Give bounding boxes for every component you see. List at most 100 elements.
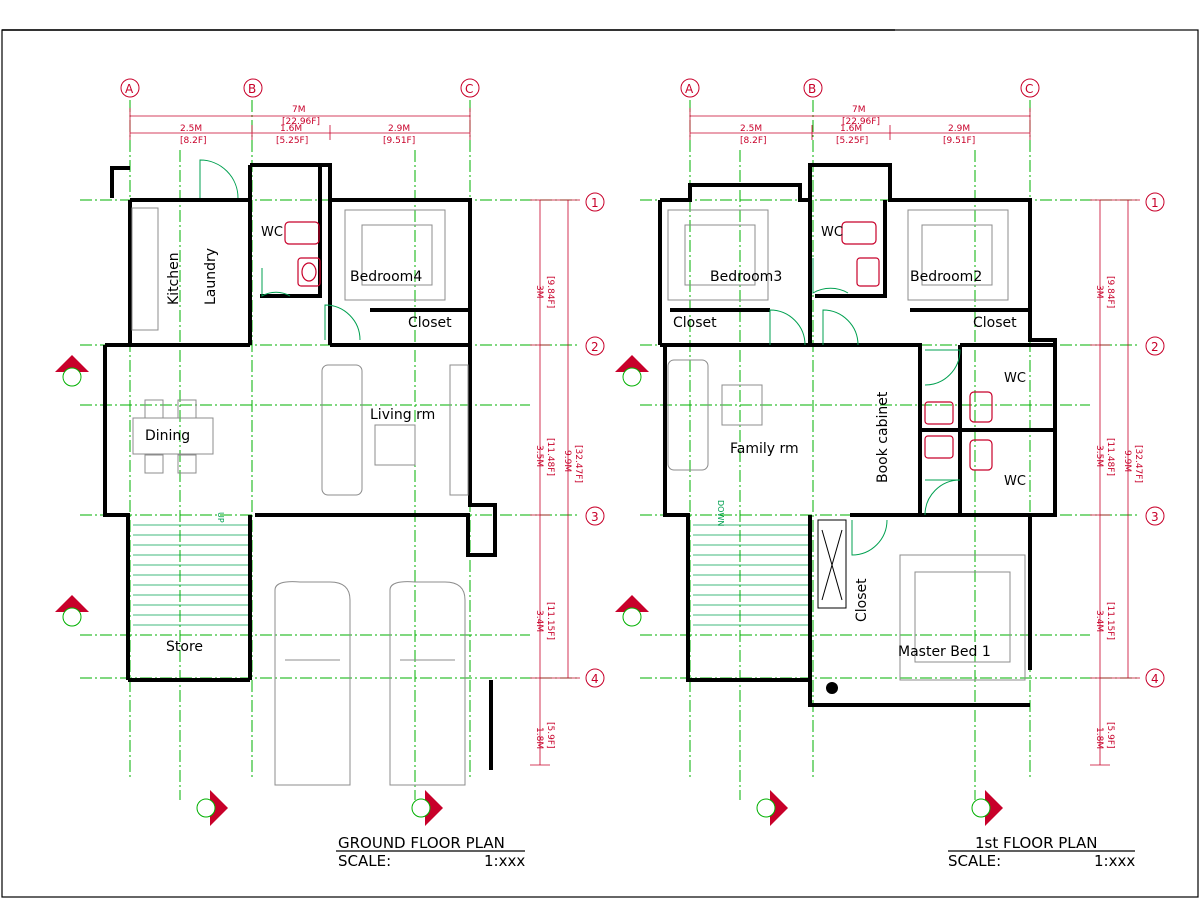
grid-row-4-1f: 4 <box>1151 672 1159 686</box>
doors-1f <box>769 258 961 556</box>
grid-row-3-1f: 3 <box>1151 510 1159 524</box>
overall-depth-ft: [32.47F] <box>573 445 583 483</box>
row4-m: 1.8M <box>534 727 544 749</box>
span1-ft: [8.2F] <box>180 136 207 146</box>
room-laundry: Laundry <box>203 248 219 305</box>
room-closet: Closet <box>408 315 452 331</box>
overall-width-m-1f: 7M <box>852 105 866 115</box>
span1-m-1f: 2.5M <box>740 124 762 134</box>
span2-m: 1.6M <box>280 124 302 134</box>
row4-ft-1f: [5.9F] <box>1105 722 1115 749</box>
row2-m: 3.5M <box>534 445 544 467</box>
grid-row-2: 2 <box>591 340 599 354</box>
overall-depth-m-1f: 9.9M <box>1122 450 1132 472</box>
scale-value-ground: 1:xxx <box>484 852 525 870</box>
row3-m-1f: 3.4M <box>1094 610 1104 632</box>
plan-title-first: 1st FLOOR PLAN <box>975 834 1098 852</box>
doors <box>199 159 361 341</box>
overall-width-ft: [22.96F] <box>282 117 320 127</box>
sheet-border <box>1 29 1199 898</box>
room-master-bed: Master Bed 1 <box>898 644 991 660</box>
room-wc-1: WC <box>1004 371 1026 386</box>
overall-depth-m: 9.9M <box>562 450 572 472</box>
row2-ft: [11.48F] <box>545 438 555 476</box>
room-wc-2: WC <box>1004 474 1026 489</box>
span2-m-1f: 1.6M <box>840 124 862 134</box>
stair-up-label: UP <box>216 512 225 523</box>
first-floor-plan: A B C 7M [22.96F] 2.5M [8.2F] 1.6M [5.25… <box>615 78 1165 870</box>
section-markers-1f <box>615 355 1003 826</box>
span3-ft: [9.51F] <box>383 136 415 146</box>
walls <box>103 163 497 770</box>
span3-m: 2.9M <box>388 124 410 134</box>
overall-depth-ft-1f: [32.47F] <box>1133 445 1143 483</box>
grid-col-c: C <box>465 82 473 96</box>
grid-row-4: 4 <box>591 672 599 686</box>
room-wc: WC <box>261 225 283 240</box>
row1-m: 3M <box>534 285 544 299</box>
span2-ft: [5.25F] <box>276 136 308 146</box>
stairs <box>133 524 248 626</box>
wc-fixtures <box>284 221 321 287</box>
row2-m-1f: 3.5M <box>1094 445 1104 467</box>
ground-floor-plan: A B C 7M [22.96F] 2.5M [8.2F] 1.6M [5.25… <box>55 78 605 870</box>
room-kitchen: Kitchen <box>166 252 182 305</box>
closet-hangers <box>817 519 847 609</box>
furniture <box>131 207 469 786</box>
overall-width-ft-1f: [22.96F] <box>842 117 880 127</box>
section-markers <box>55 355 443 826</box>
span1-m: 2.5M <box>180 124 202 134</box>
row1-ft-1f: [9.84F] <box>1105 276 1115 308</box>
grid-row-1: 1 <box>591 196 599 210</box>
walls-1f <box>658 163 1057 707</box>
plant-icon <box>826 682 838 694</box>
row3-m: 3.4M <box>534 610 544 632</box>
grid-col-b-1f: B <box>808 82 816 96</box>
room-living: Living rm <box>370 407 435 423</box>
room-wc-upper: WC <box>821 225 843 240</box>
grid-col-c-1f: C <box>1025 82 1033 96</box>
room-store: Store <box>166 639 203 655</box>
grid-row-1-1f: 1 <box>1151 196 1159 210</box>
row2-ft-1f: [11.48F] <box>1105 438 1115 476</box>
furniture-1f <box>667 209 1026 681</box>
scale-label-ground: SCALE: <box>338 852 391 870</box>
plan-title-ground: GROUND FLOOR PLAN <box>338 834 505 852</box>
grid-col-b: B <box>248 82 256 96</box>
scale-label-first: SCALE: <box>948 852 1001 870</box>
room-closet-master: Closet <box>854 578 870 622</box>
grid-row-2-1f: 2 <box>1151 340 1159 354</box>
row3-ft-1f: [11.15F] <box>1105 602 1115 640</box>
room-bedroom3: Bedroom3 <box>710 269 782 285</box>
grid-row-3: 3 <box>591 510 599 524</box>
row3-ft: [11.15F] <box>545 602 555 640</box>
column-grid-bubbles <box>120 78 480 98</box>
row1-ft: [9.84F] <box>545 276 555 308</box>
row4-ft: [5.9F] <box>545 722 555 749</box>
room-dining: Dining <box>145 428 190 444</box>
column-grid-bubbles-1f <box>680 78 1040 98</box>
row1-m-1f: 3M <box>1094 285 1104 299</box>
overall-width-m: 7M <box>292 105 306 115</box>
span1-ft-1f: [8.2F] <box>740 136 767 146</box>
span2-ft-1f: [5.25F] <box>836 136 868 146</box>
scale-value-first: 1:xxx <box>1094 852 1135 870</box>
span3-ft-1f: [9.51F] <box>943 136 975 146</box>
stair-down-label: DOWN <box>716 500 725 526</box>
row4-m-1f: 1.8M <box>1094 727 1104 749</box>
row-grid-bubbles <box>585 192 605 688</box>
room-closet-left: Closet <box>673 315 717 331</box>
wc-fixtures-1f <box>841 221 993 471</box>
span3-m-1f: 2.9M <box>948 124 970 134</box>
room-closet-right: Closet <box>973 315 1017 331</box>
row-grid-bubbles-1f <box>1145 192 1165 688</box>
room-bedroom4: Bedroom4 <box>350 269 422 285</box>
room-bedroom2: Bedroom2 <box>910 269 982 285</box>
room-book-cabinet: Book cabinet <box>875 391 891 483</box>
grid-col-a-1f: A <box>685 82 694 96</box>
stairs-1f <box>693 524 808 626</box>
grid-col-a: A <box>125 82 134 96</box>
room-family: Family rm <box>730 441 799 457</box>
